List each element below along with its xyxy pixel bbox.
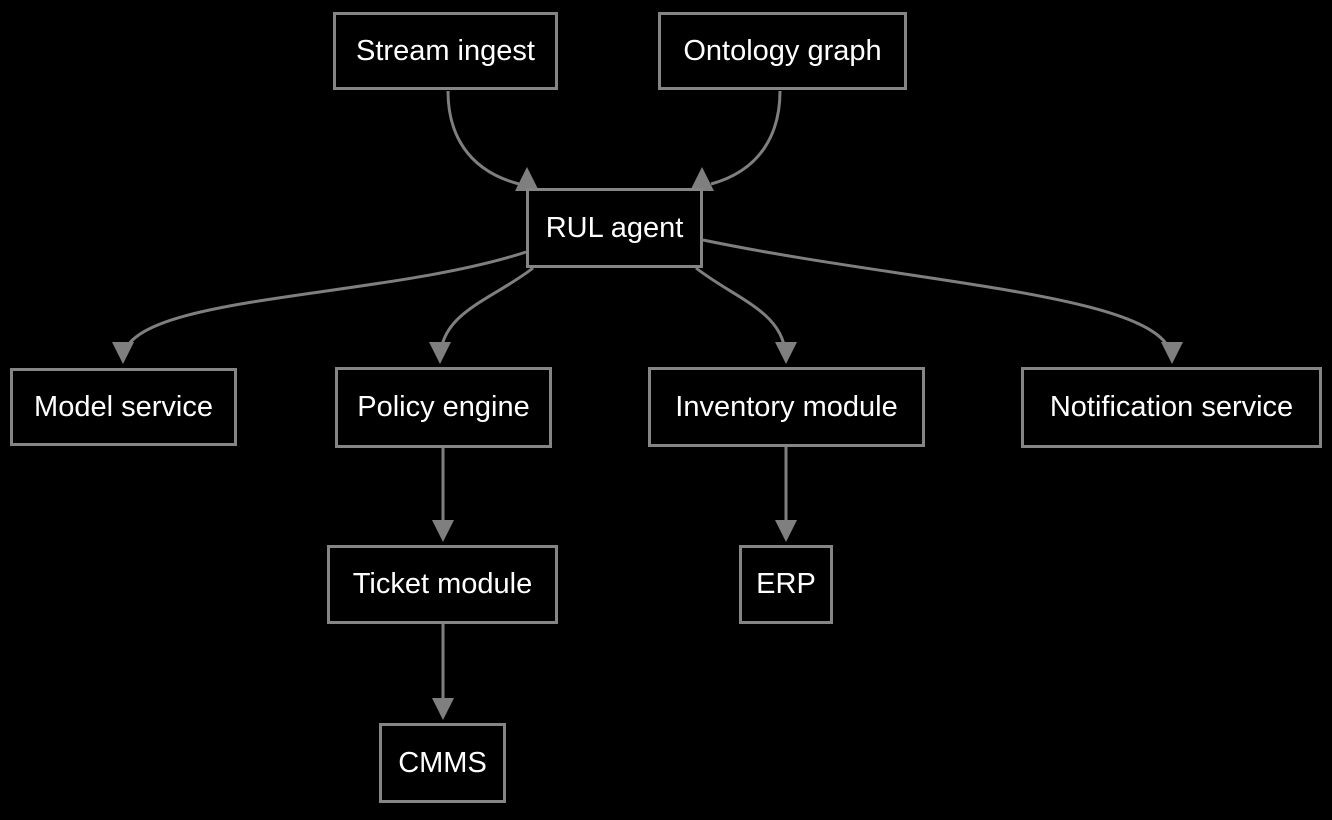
edge-rul-agent-to-policy-engine	[429, 266, 534, 364]
node-stream-ingest: Stream ingest	[333, 12, 558, 90]
node-rul-agent: RUL agent	[526, 188, 703, 268]
edge-rul-agent-to-model-service	[112, 250, 527, 364]
arrowhead-into-rul-agent-right	[690, 167, 714, 191]
node-ontology-graph-label: Ontology graph	[683, 34, 882, 67]
node-model-service-label: Model service	[34, 390, 213, 423]
arrowhead-into-rul-agent-left	[515, 167, 539, 191]
node-ontology-graph: Ontology graph	[658, 12, 907, 90]
edge-rul-agent-to-inventory-module	[695, 266, 797, 364]
node-policy-engine: Policy engine	[335, 367, 552, 448]
node-inventory-module-label: Inventory module	[675, 390, 898, 423]
node-cmms-label: CMMS	[398, 746, 487, 779]
node-model-service: Model service	[10, 368, 237, 446]
edge-rul-agent-to-notification-service	[702, 238, 1183, 364]
node-cmms: CMMS	[379, 723, 506, 803]
node-notification-service-label: Notification service	[1049, 391, 1294, 423]
node-stream-ingest-label: Stream ingest	[356, 34, 535, 67]
edge-stream-ingest-to-rul-agent	[446, 90, 520, 186]
node-erp: ERP	[739, 545, 833, 624]
node-ticket-module: Ticket module	[327, 545, 558, 624]
node-erp-label: ERP	[756, 568, 816, 600]
edge-ontology-graph-to-rul-agent	[710, 90, 782, 186]
node-rul-agent-label: RUL agent	[545, 211, 684, 244]
node-ticket-module-label: Ticket module	[352, 568, 533, 600]
node-inventory-module: Inventory module	[648, 367, 925, 447]
node-policy-engine-label: Policy engine	[357, 391, 530, 423]
node-notification-service: Notification service	[1021, 367, 1322, 448]
